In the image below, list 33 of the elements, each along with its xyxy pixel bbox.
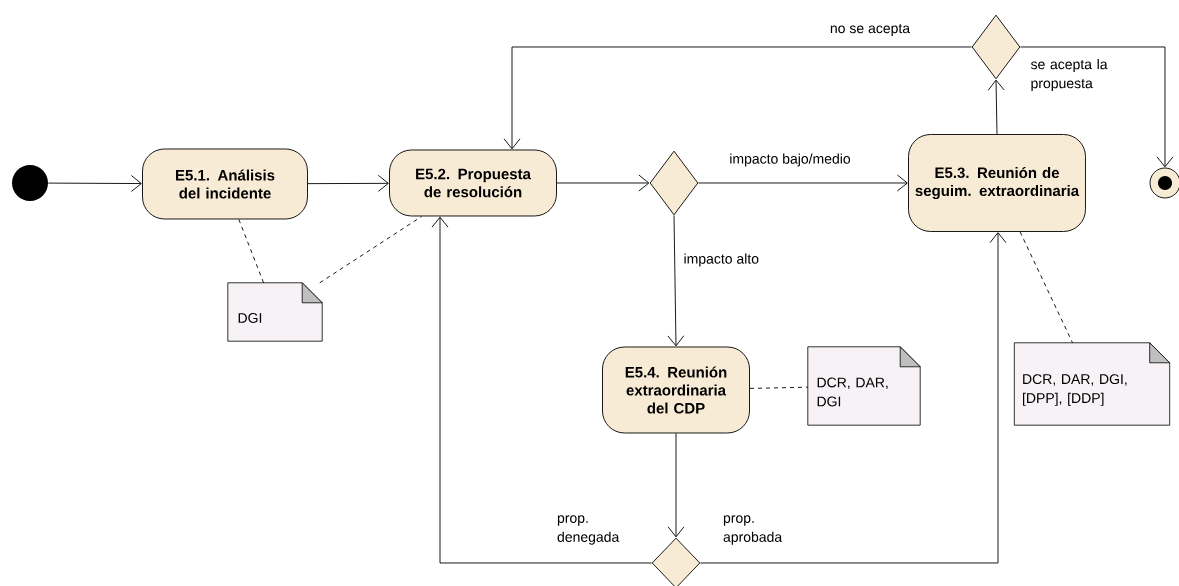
arrow — [556, 174, 650, 192]
arrow — [700, 232, 1007, 564]
leader-line — [749, 386, 809, 389]
decision-diamond — [649, 150, 699, 216]
decision-diamond — [651, 537, 701, 586]
arrow — [47, 175, 142, 192]
leader-line — [238, 219, 265, 284]
note: DCR, DAR, DGI, [DPP], [DDP] — [1013, 342, 1171, 426]
action-box: E5.2. Propuesta de resolución — [389, 149, 557, 217]
arrow — [667, 215, 685, 347]
arrow — [667, 433, 685, 538]
edge-label: prop. denegada — [557, 515, 620, 545]
edge-label: impacto bajo/medio — [730, 153, 851, 167]
note: DCR, DAR, DGI — [807, 346, 921, 426]
end-circle — [1149, 167, 1179, 199]
arrow — [1020, 46, 1174, 168]
arrow — [431, 216, 652, 564]
note: DGI — [227, 282, 323, 342]
arrow — [307, 174, 389, 192]
edge-label: impacto alto — [684, 253, 759, 267]
arrow — [987, 79, 1005, 135]
action-box: E5.4. Reunión extraordinaria del CDP — [602, 346, 750, 434]
edge-label: se acepta la propuesta — [1030, 58, 1108, 91]
arrow — [503, 46, 972, 150]
arrow — [698, 174, 908, 192]
edge-label: prop. aprobada — [723, 515, 783, 545]
leader-line — [319, 216, 423, 284]
start-circle — [12, 165, 48, 201]
action-box: E5.1. Análisis del incidente — [142, 148, 308, 220]
edge-label: no se acepta — [830, 24, 911, 36]
leader-line — [1019, 231, 1073, 344]
decision-diamond — [971, 14, 1021, 80]
action-box: E5.3. Reunión de seguim. extraordinaria — [908, 134, 1086, 232]
